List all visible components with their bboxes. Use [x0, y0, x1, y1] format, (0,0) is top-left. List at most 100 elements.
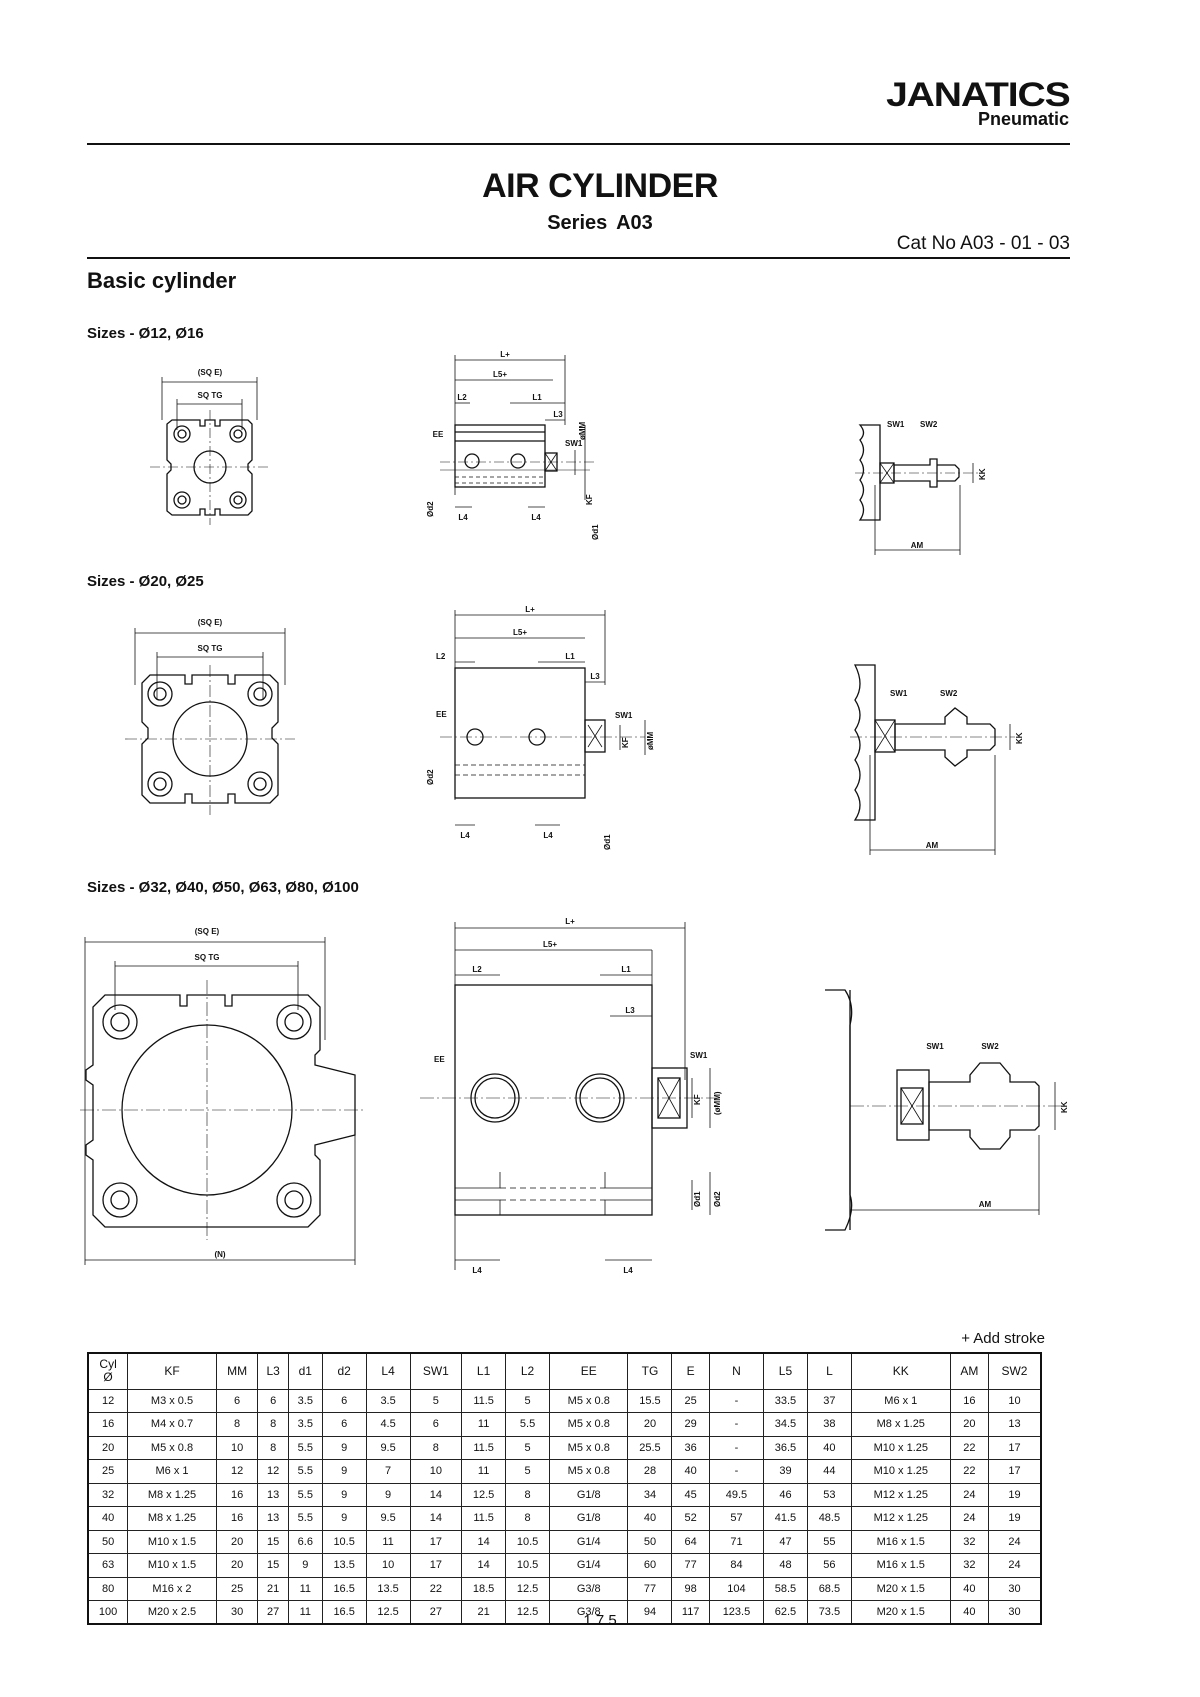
table-cell: 6: [321, 1412, 367, 1437]
dim-l-medium: L+: [525, 605, 535, 614]
table-cell: 77: [627, 1576, 673, 1601]
sizes-label-large: Sizes - Ø32, Ø40, Ø50, Ø63, Ø80, Ø100: [87, 879, 359, 896]
dim-l4a-large: L4: [472, 1266, 482, 1275]
table-cell: 18.5: [461, 1576, 507, 1601]
table-cell: 24: [987, 1529, 1042, 1554]
rod-view-large: SW1 SW2 KK AM: [825, 989, 1069, 1231]
table-cell: 6.6: [287, 1529, 323, 1554]
dim-l5-medium: L5+: [513, 628, 527, 637]
dim-ee-small: EE: [433, 430, 444, 439]
table-cell: 21: [461, 1600, 507, 1625]
table-cell: 39: [763, 1459, 808, 1484]
table-cell: 20: [87, 1435, 129, 1460]
table-header-cell: d2: [321, 1352, 367, 1390]
table-cell: 22: [949, 1459, 989, 1484]
table-cell: 24: [987, 1553, 1042, 1578]
table-cell: M10 x 1.5: [127, 1553, 217, 1578]
table-cell: M5 x 0.8: [549, 1435, 629, 1460]
dim-am-large: AM: [979, 1200, 992, 1209]
table-cell: G1/4: [549, 1529, 629, 1554]
table-cell: 28: [627, 1459, 673, 1484]
table-cell: M8 x 1.25: [127, 1506, 217, 1531]
table-header-cell: N: [708, 1352, 765, 1390]
table-cell: G3/8: [549, 1600, 629, 1625]
table-cell: M20 x 1.5: [850, 1600, 951, 1625]
table-cell: 16: [949, 1388, 989, 1413]
dim-kk-medium: KK: [1015, 732, 1024, 744]
table-cell: 45: [671, 1482, 710, 1507]
table-cell: 5.5: [287, 1459, 323, 1484]
table-cell: 14: [409, 1482, 463, 1507]
table-cell: M3 x 0.5: [127, 1388, 217, 1413]
table-cell: 24: [949, 1506, 989, 1531]
table-cell: 29: [671, 1412, 710, 1437]
table-header-cell: L4: [365, 1352, 411, 1390]
brand-name: JANATICS: [885, 76, 1071, 114]
table-cell: 40: [949, 1576, 989, 1601]
dim-l5-large: L5+: [543, 940, 557, 949]
dim-kk-large: KK: [1060, 1101, 1069, 1113]
table-cell: 10: [987, 1388, 1042, 1413]
table-cell: 25.5: [627, 1435, 673, 1460]
dim-d1-large: Ød1: [693, 1191, 702, 1207]
table-cell: 20: [215, 1529, 259, 1554]
table-cell: 5.5: [287, 1506, 323, 1531]
table-cell: 48: [763, 1553, 808, 1578]
table-cell: -: [708, 1435, 765, 1460]
table-cell: 63: [87, 1553, 129, 1578]
table-cell: 15: [257, 1553, 289, 1578]
table-header-cell: KK: [850, 1352, 951, 1390]
brand-sub: Pneumatic: [977, 109, 1069, 129]
table-cell: 14: [461, 1529, 507, 1554]
table-header-cell: AM: [949, 1352, 989, 1390]
dim-l-large: L+: [565, 917, 575, 926]
table-cell: 5: [505, 1435, 551, 1460]
table-cell: M20 x 2.5: [127, 1600, 217, 1625]
table-cell: G1/8: [549, 1482, 629, 1507]
dim-l-small: L+: [500, 350, 510, 359]
table-cell: 25: [671, 1388, 710, 1413]
table-cell: 80: [87, 1576, 129, 1601]
dim-l1-medium: L1: [565, 652, 575, 661]
dim-sw2-rod-large: SW2: [981, 1042, 999, 1051]
table-cell: 13.5: [365, 1576, 411, 1601]
table-cell: M16 x 2: [127, 1576, 217, 1601]
table-cell: 15.5: [627, 1388, 673, 1413]
dim-sqtg-large: SQ TG: [195, 953, 220, 962]
table-cell: M10 x 1.25: [850, 1435, 951, 1460]
dim-l1-small: L1: [532, 393, 542, 402]
table-cell: 5.5: [287, 1435, 323, 1460]
dim-d2-small: Ød2: [426, 501, 435, 517]
dim-sw2-rod-medium: SW2: [940, 689, 958, 698]
table-cell: M16 x 1.5: [850, 1553, 951, 1578]
table-cell: 40: [671, 1459, 710, 1484]
table-cell: 14: [461, 1553, 507, 1578]
table-cell: 9: [321, 1506, 367, 1531]
table-cell: 16: [215, 1482, 259, 1507]
table-cell: M6 x 1: [127, 1459, 217, 1484]
table-cell: M4 x 0.7: [127, 1412, 217, 1437]
table-cell: 15: [257, 1529, 289, 1554]
table-cell: 14: [409, 1506, 463, 1531]
table-cell: G3/8: [549, 1576, 629, 1601]
table-cell: 16: [87, 1412, 129, 1437]
table-cell: 12.5: [505, 1576, 551, 1601]
table-cell: 11: [461, 1412, 507, 1437]
table-cell: 11.5: [461, 1506, 507, 1531]
table-cell: 17: [987, 1435, 1042, 1460]
table-cell: 11: [287, 1600, 323, 1625]
table-cell: 34.5: [763, 1412, 808, 1437]
table-cell: M10 x 1.5: [127, 1529, 217, 1554]
table-cell: 11.5: [461, 1435, 507, 1460]
table-cell: 48.5: [806, 1506, 852, 1531]
table-cell: 11: [461, 1459, 507, 1484]
table-cell: 40: [627, 1506, 673, 1531]
table-cell: M5 x 0.8: [549, 1412, 629, 1437]
table-cell: 13: [987, 1412, 1042, 1437]
dim-l4b-medium: L4: [543, 831, 553, 840]
table-cell: 36: [671, 1435, 710, 1460]
